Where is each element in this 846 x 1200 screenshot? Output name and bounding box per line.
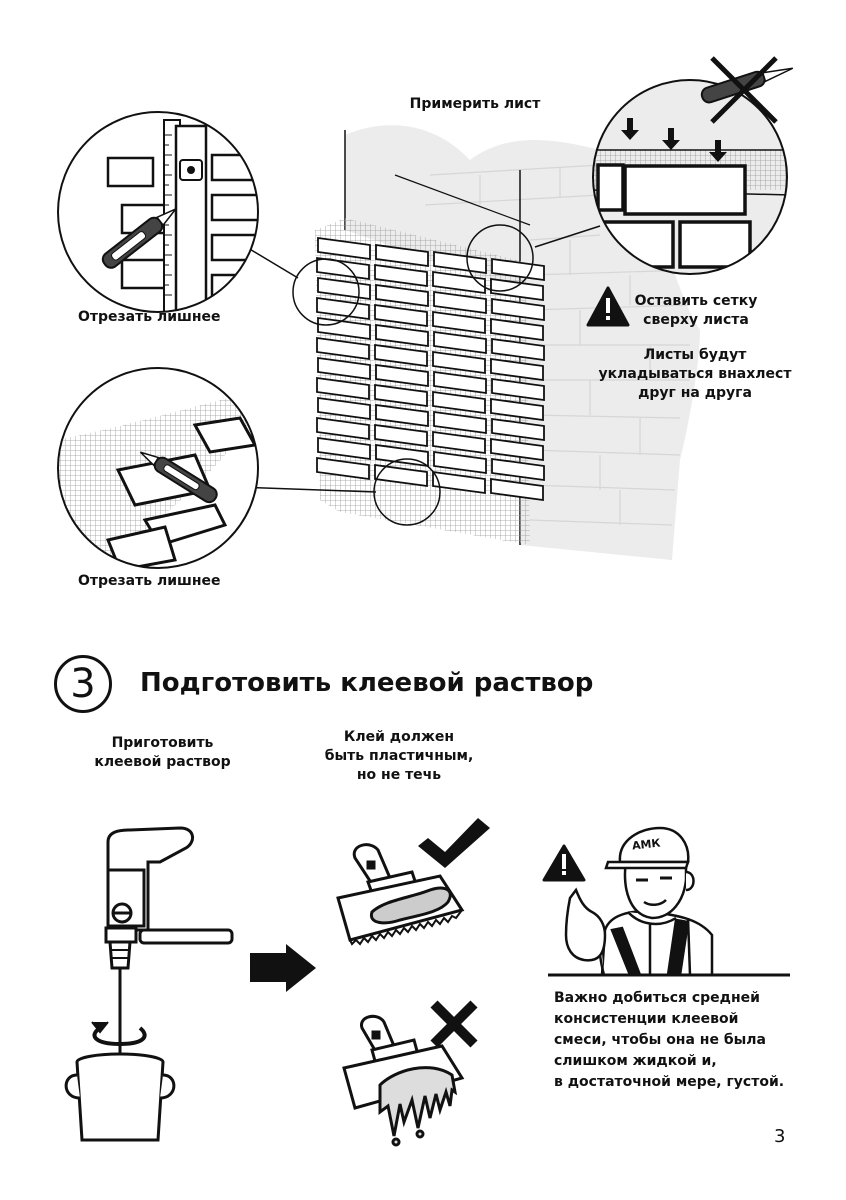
brick: [490, 437, 544, 462]
brick: [317, 236, 371, 261]
zoom-overlap: [592, 56, 794, 275]
brick: [316, 336, 370, 361]
brick: [432, 390, 486, 415]
zoom-cut-bottom: [57, 367, 259, 569]
page-number: 3: [774, 1126, 786, 1147]
brick: [316, 256, 370, 281]
step-number: 3: [70, 661, 96, 707]
brick: [491, 297, 545, 322]
rotation-arrow-icon: [91, 1021, 147, 1047]
spatula-good-icon: [336, 843, 465, 946]
brick: [432, 430, 486, 455]
brick: [375, 243, 429, 268]
brick: [490, 317, 544, 342]
brick: [316, 456, 370, 481]
brick: [490, 477, 544, 502]
brick: [433, 410, 487, 435]
brick: [490, 357, 544, 382]
warning-icon: [586, 286, 630, 327]
brick: [433, 250, 487, 275]
brick: [316, 296, 370, 321]
brick-sheet: [316, 236, 545, 502]
label-prepare: Приготовить клеевой раствор: [94, 735, 231, 770]
zoom-cut-top: [57, 111, 259, 313]
level-icon: [174, 124, 208, 312]
label-cut-excess-top: Отрезать лишнее: [78, 309, 221, 325]
brick: [317, 356, 371, 381]
warning-icon-bottom: [542, 844, 586, 882]
brick: [375, 283, 429, 308]
callout-circle-top: [466, 224, 534, 292]
brick: [374, 303, 428, 328]
utility-knife-icon: [101, 208, 177, 269]
brick: [316, 376, 370, 401]
spatula-bad-icon: [342, 1014, 465, 1147]
brick: [375, 403, 429, 428]
brick: [432, 350, 486, 375]
brick: [433, 330, 487, 355]
brick: [316, 416, 370, 441]
brick: [490, 277, 544, 302]
wall-illustration: [57, 56, 794, 569]
brick: [433, 290, 487, 315]
label-overlap: Листы будут укладываться внахлест друг н…: [598, 347, 792, 401]
brick: [317, 436, 371, 461]
brick: [317, 316, 371, 341]
drill-icon: [104, 826, 234, 970]
warning-text: Важно добиться средней консистенции клее…: [554, 990, 785, 1090]
label-try-sheet: Примерить лист: [409, 96, 541, 112]
label-leave-mesh: Оставить сетку сверху листа: [634, 293, 758, 328]
brick: [491, 257, 545, 282]
step-number-circle: 3: [54, 655, 112, 713]
brick: [374, 383, 428, 408]
callout-circle-left: [292, 258, 360, 326]
check-icon: [418, 818, 490, 868]
brick: [374, 263, 428, 288]
brick: [490, 397, 544, 422]
brick: [374, 423, 428, 448]
brick: [317, 276, 371, 301]
brick: [491, 377, 545, 402]
brick: [433, 450, 487, 475]
step-title: Подготовить клеевой раствор: [140, 668, 594, 698]
brick: [432, 270, 486, 295]
cap-logo-text: АМК: [631, 836, 662, 853]
brick: [491, 457, 545, 482]
brick: [432, 470, 486, 495]
brick: [491, 417, 545, 442]
forward-arrow-icon: [250, 944, 316, 992]
brick: [374, 343, 428, 368]
brick: [317, 396, 371, 421]
label-plastic: Клей должен быть пластичным, но не течь: [324, 729, 474, 783]
brick: [374, 463, 428, 488]
brick: [375, 323, 429, 348]
brick: [491, 337, 545, 362]
brick: [432, 310, 486, 335]
brick: [433, 370, 487, 395]
brick: [375, 363, 429, 388]
no-cut-cross-icon: [710, 56, 778, 124]
bucket-icon: [64, 1052, 176, 1142]
label-cut-excess-bottom: Отрезать лишнее: [78, 573, 221, 589]
cross-icon: [430, 1000, 478, 1048]
